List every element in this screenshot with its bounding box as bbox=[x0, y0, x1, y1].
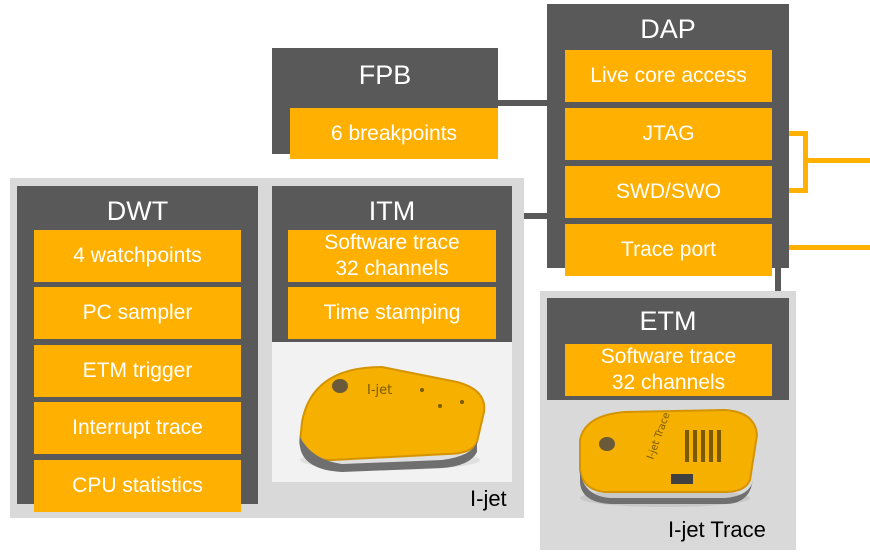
dwt-4-watchpoints: 4 watchpoints bbox=[34, 230, 241, 282]
dwt-etm-trigger: ETM trigger bbox=[34, 345, 241, 397]
dap-swd-swo: SWD/SWO bbox=[565, 166, 772, 218]
dwt-title: DWT bbox=[106, 196, 169, 226]
ijet-trace-device-area: I-jet Trace bbox=[565, 400, 772, 512]
fpb-title: FPB bbox=[358, 60, 412, 90]
jtag-line bbox=[772, 131, 808, 136]
dap-live-core-access: Live core access bbox=[565, 50, 772, 102]
connector-dap-etm bbox=[775, 268, 781, 298]
ijet-trace-caption: I-jet Trace bbox=[668, 517, 766, 542]
itm-software-trace: Software trace 32 channels bbox=[288, 230, 496, 282]
ijet-device-area: I-jet bbox=[272, 342, 512, 482]
ijet-caption: I-jet bbox=[470, 486, 507, 511]
ijet-device-image: I-jet bbox=[298, 365, 486, 472]
connector-fpb-dap bbox=[498, 100, 548, 106]
etm-software-trace: Software trace 32 channels bbox=[565, 344, 772, 396]
dwt-cpu-statistics: CPU statistics bbox=[34, 460, 241, 512]
etm-title: ETM bbox=[639, 306, 697, 336]
trace-output-line bbox=[772, 245, 870, 250]
itm-time-stamping: Time stamping bbox=[288, 287, 496, 339]
dap-trace-port: Trace port bbox=[565, 224, 772, 276]
jtag-swd-bracket bbox=[803, 131, 808, 193]
dwt-pc-sampler: PC sampler bbox=[34, 287, 241, 339]
debug-output-line bbox=[808, 158, 870, 163]
dap-title: DAP bbox=[640, 14, 696, 44]
dwt-interrupt-trace: Interrupt trace bbox=[34, 402, 241, 454]
ijet-device-label: I-jet bbox=[367, 383, 392, 398]
swd-line bbox=[772, 188, 808, 193]
itm-title: ITM bbox=[368, 196, 416, 226]
fpb-breakpoints: 6 breakpoints bbox=[290, 108, 498, 159]
ijet-trace-device-image: I-jet Trace bbox=[579, 408, 759, 507]
dap-jtag: JTAG bbox=[565, 108, 772, 160]
connector-itm-dap bbox=[510, 213, 550, 219]
